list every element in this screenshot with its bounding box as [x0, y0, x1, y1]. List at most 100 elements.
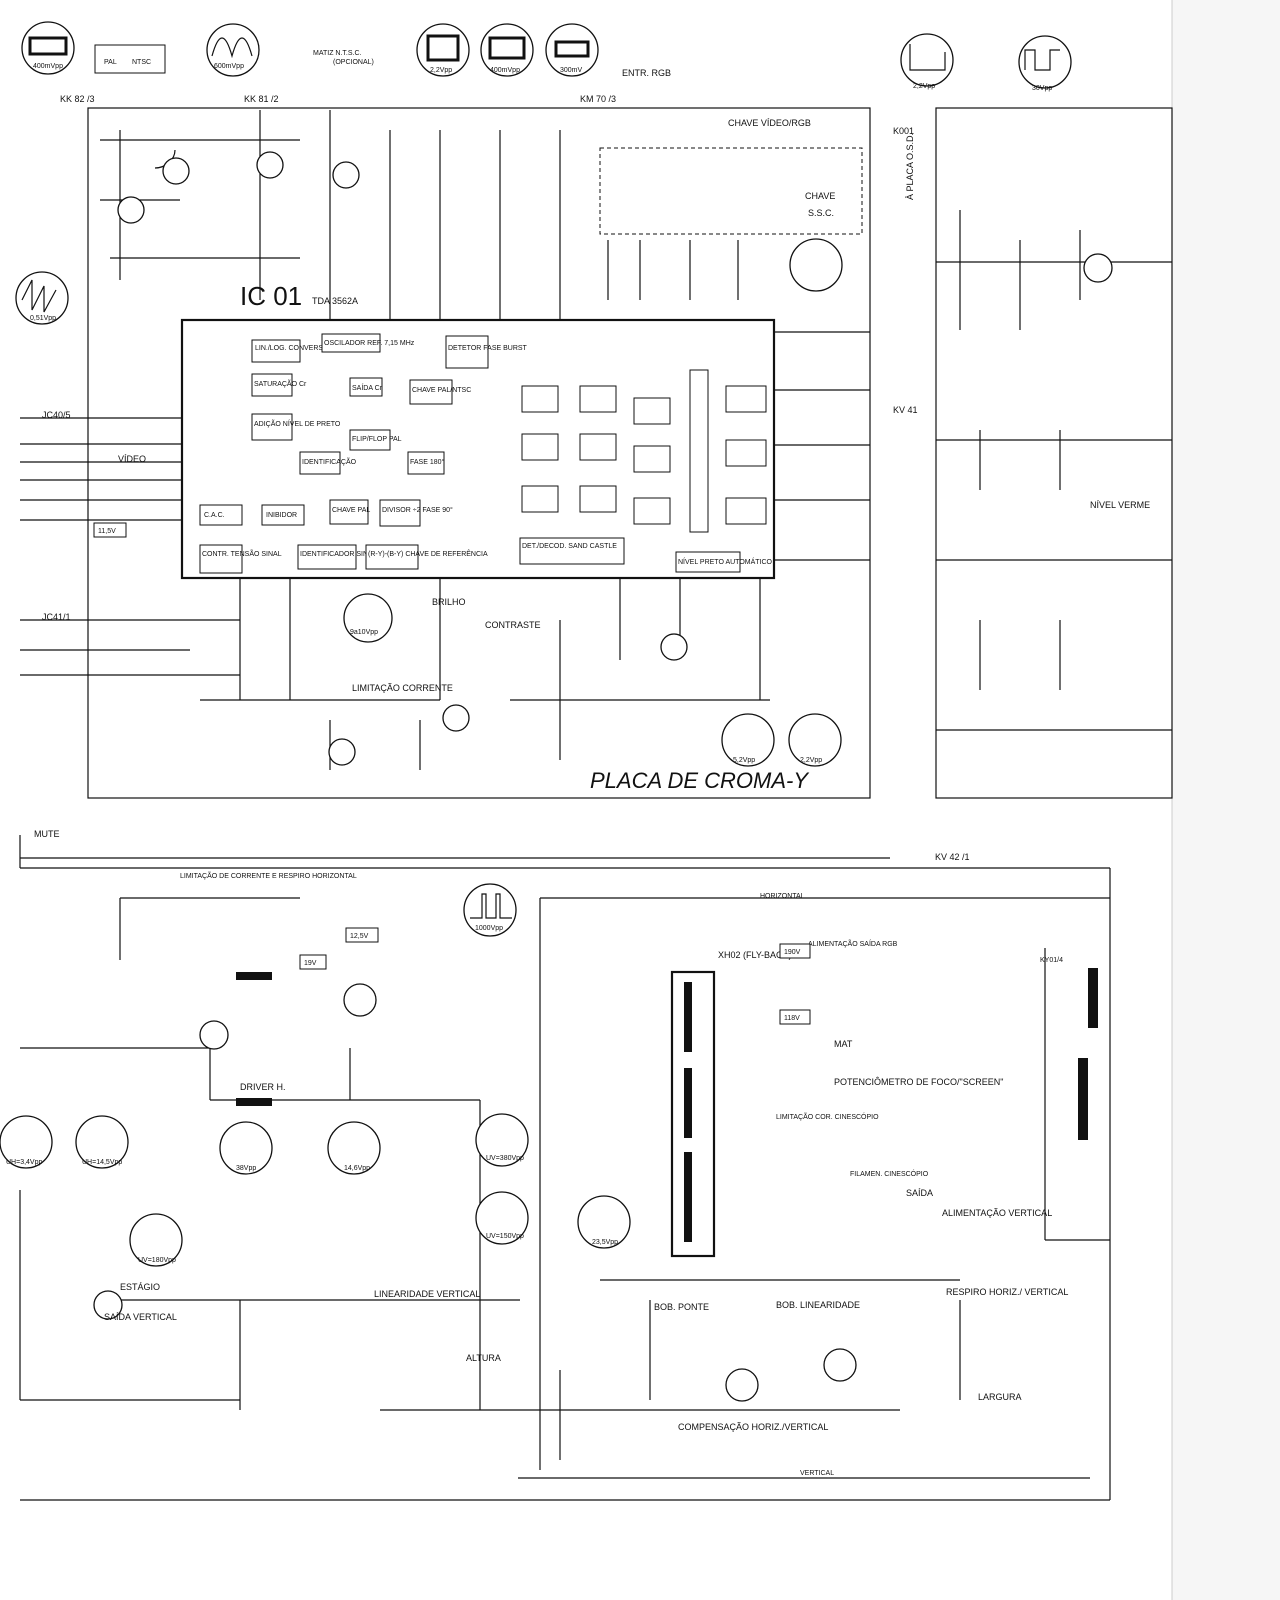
limitacao-corrente-label: LIMITAÇÃO CORRENTE	[352, 683, 453, 693]
ic-block-label: SATURAÇÃO Cr	[254, 379, 307, 388]
filamen-label: FILAMEN. CINESCÓPIO	[850, 1169, 929, 1178]
ic-block-label: IDENTIFICAÇÃO	[302, 457, 357, 466]
ic-block-label: CHAVE PAL/NTSC	[412, 387, 471, 394]
deflection-wiring	[19, 835, 1111, 1501]
driver-transformer	[236, 972, 272, 980]
lower-waveforms: 1000Vpp UH=3,4Vpp UH=14,5Vpp 38Vpp 14,6V…	[0, 883, 631, 1267]
ic-blocks: LIN./LOG. CONVERSOR OSCILADOR REF. 7,15 …	[199, 333, 773, 574]
deflection-transistors	[93, 983, 857, 1402]
ic-block-label: (R-Y)-(B-Y) CHAVE DE REFERÊNCIA	[368, 549, 488, 558]
waveform-label: UV=150Vpp	[486, 1233, 524, 1240]
estagio-label: ESTÁGIO	[120, 1282, 160, 1292]
pal-label: PAL	[104, 59, 117, 66]
contraste-label: CONTRASTE	[485, 620, 541, 630]
alim-rgb-label: ALIMENTAÇÃO SAÍDA RGB	[808, 939, 898, 948]
ic-block-label: ADIÇÃO NÍVEL DE PRETO	[254, 419, 341, 428]
tv02-transistor	[1083, 253, 1113, 283]
board-title: PLACA DE CROMA-Y	[590, 768, 809, 793]
waveform-circle	[789, 238, 843, 292]
voltage-tags: 11,5V 12,5V 19V 118V 190V	[93, 522, 811, 1025]
waveform-circle	[21, 21, 75, 75]
waveform-circle	[206, 23, 260, 77]
waveform-label: 1000Vpp	[475, 925, 503, 932]
voltage-tag: 11,5V	[98, 528, 116, 535]
ic-block-label: CHAVE PAL	[332, 507, 370, 514]
waveform-label: UH=3,4Vpp	[6, 1159, 42, 1166]
ic-ref: IC 01	[240, 281, 302, 311]
jc41-label: JC41/1	[42, 612, 71, 622]
ic-block-label: DIVISOR ÷2 FASE 90°	[382, 506, 453, 514]
waveform-label: 0,51Vpp	[30, 315, 56, 322]
waveform-circle	[721, 713, 775, 767]
km70-label: KM 70 /3	[580, 94, 616, 104]
chroma-board-outline	[87, 107, 871, 799]
driver-h-label: DRIVER H.	[240, 1082, 286, 1092]
waveform-label: 2,2Vpp	[913, 83, 935, 90]
lim-cinescopio-label: LIMITAÇÃO COR. CINESCÓPIO	[776, 1112, 879, 1121]
video-label: VÍDEO	[118, 454, 146, 464]
bob-ponte-label: BOB. PONTE	[654, 1302, 709, 1312]
mat-label: MAT	[834, 1039, 853, 1049]
waveform-label: UV=180Vpp	[138, 1257, 176, 1264]
rgb-wiring	[936, 210, 1172, 731]
waveform-label: 2,2Vpp	[430, 67, 452, 74]
side-board-label: À PLACA O.S.D.	[905, 133, 915, 200]
voltage-tag: 19V	[304, 960, 317, 967]
waveform-label: 2,2Vpp	[800, 757, 822, 764]
voltage-tag: 118V	[784, 1015, 800, 1022]
ic-block-label: CONTR. TENSÃO SINAL	[202, 549, 282, 558]
waveform-circle	[545, 23, 599, 77]
waveform-label: 30Vpp	[1032, 85, 1052, 92]
matiz-label: MATIZ N.T.S.C.	[313, 50, 362, 57]
ntsc-label: NTSC	[132, 59, 151, 66]
potenciometro-label: POTENCIÔMETRO DE FOCO/"SCREEN"	[834, 1077, 1003, 1087]
ic-block-label: LIN./LOG. CONVERSOR	[255, 345, 334, 352]
respiro-label: RESPIRO HORIZ./ VERTICAL	[946, 1287, 1068, 1297]
voltage-tag: 12,5V	[350, 933, 369, 940]
flyback-transformer	[670, 970, 716, 1258]
nivel-verme-label: NÍVEL VERME	[1090, 500, 1150, 510]
ic-block-label: DET./DECOD. SAND CASTLE	[522, 543, 617, 550]
ic-block-label: NÍVEL PRETO AUTOMÁTICO	[678, 557, 773, 566]
ic-part: TDA 3562A	[312, 296, 358, 306]
waveform-label: 300mV	[560, 67, 583, 74]
entr-rgb-label: ENTR. RGB	[622, 68, 671, 78]
lim-resp-label: LIMITAÇÃO DE CORRENTE E RESPIRO HORIZONT…	[180, 871, 357, 880]
altura-label: ALTURA	[466, 1353, 501, 1363]
chroma-wiring	[20, 110, 870, 770]
kv41-label: KV 41	[893, 405, 918, 415]
ic-block-label: IDENTIFICADOR SINAL BURST H/2	[300, 551, 415, 558]
waveform-circle	[788, 713, 842, 767]
waveform-circle	[343, 593, 393, 643]
matiz-opt-label: (OPCIONAL)	[333, 59, 374, 66]
ky01-label: KY01/4	[1040, 957, 1063, 964]
compensacao-label: COMPENSAÇÃO HORIZ./VERTICAL	[678, 1422, 828, 1432]
saida-label: SAÍDA	[906, 1188, 933, 1198]
mute-label: MUTE	[34, 829, 60, 839]
rgb-output-board	[935, 107, 1173, 799]
chave-label: CHAVE	[805, 191, 835, 201]
ic-block-label: INIBIDOR	[266, 512, 297, 519]
bob-linearidade-label: BOB. LINEARIDADE	[776, 1300, 860, 1310]
waveform-label: 9a10Vpp	[350, 629, 378, 636]
ic-block-label: OSCILADOR REF. 7,15 MHz	[324, 340, 415, 347]
brilho-label: BRILHO	[432, 597, 466, 607]
ic01-outline	[180, 318, 776, 580]
ic-block-label: SAÍDA Cr	[352, 383, 383, 392]
waveform-label: UV=380Vpp	[486, 1155, 524, 1162]
waveform-circle	[1018, 35, 1072, 89]
pal-ntsc-switch: PAL NTSC	[94, 44, 166, 74]
chave-video-rgb-label: CHAVE VÍDEO/RGB	[728, 118, 811, 128]
voltage-tag: 190V	[784, 949, 801, 956]
ic-block-label: C.A.C.	[204, 512, 225, 519]
waveform-label: 5,2Vpp	[733, 757, 755, 764]
saida-vertical-label: SAÍDA VERTICAL	[104, 1312, 177, 1322]
ssc-label: S.S.C.	[808, 208, 834, 218]
flyback-label: XH02 (FLY-BACK)	[718, 950, 792, 960]
ic-block-label: DETETOR FASE BURST	[448, 345, 528, 352]
horizontal-coil	[1088, 968, 1098, 1028]
kk82-label: KK 82 /3	[60, 94, 95, 104]
k001-label: K001	[893, 126, 914, 136]
waveform-label: 14,6Vpp	[344, 1165, 370, 1172]
